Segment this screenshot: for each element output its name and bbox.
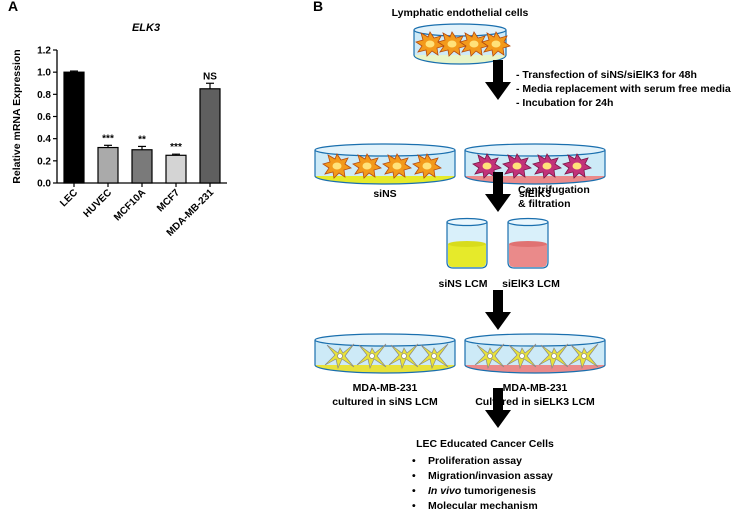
down-arrow-icon	[485, 290, 511, 330]
sielk3-lcm-label: siElK3 LCM	[502, 278, 560, 290]
step-incubation: - Incubation for 24h	[516, 97, 614, 109]
assay-item: Molecular mechanism	[412, 499, 553, 514]
mda-sins-dish	[314, 333, 456, 374]
chart-title: ELK3	[132, 22, 160, 34]
assay-list: Proliferation assay Migration/invasion a…	[412, 454, 553, 514]
significance-label: ***	[170, 142, 182, 153]
significance-label: NS	[203, 71, 217, 82]
down-arrow-icon	[485, 60, 511, 100]
y-tick-label: 0.4	[37, 134, 51, 145]
assay-item: Proliferation assay	[412, 454, 553, 469]
sielk3-lcm-tube	[507, 217, 549, 269]
bar	[63, 71, 85, 184]
y-tick-label: 1.2	[37, 46, 51, 57]
x-tick-label: MCF7	[155, 187, 182, 214]
mda-sins-label: MDA-MB-231 cultured in siNS LCM	[332, 381, 438, 409]
bar	[131, 149, 153, 184]
y-tick-label: 0.6	[37, 112, 51, 123]
y-tick-label: 1.0	[37, 68, 51, 79]
outcome-title: LEC Educated Cancer Cells	[416, 438, 554, 450]
step-list: - Transfection of siNS/siElK3 for 48h - …	[516, 68, 731, 110]
mda-sielk3-line1: MDA-MB-231	[502, 382, 568, 394]
x-tick-label: MCF10A	[112, 187, 148, 223]
panel-letter-a: A	[8, 0, 19, 14]
sielk3-dish	[464, 143, 606, 185]
lec-title: Lymphatic endothelial cells	[391, 7, 529, 19]
mda-sins-line2: cultured in siNS LCM	[332, 396, 438, 408]
bar	[165, 154, 187, 184]
centrifugation-label: Centrifugation & filtration	[518, 183, 590, 211]
bar-chart: ELK3 0.0 0.2 0.4 0.6 0.8 1.0 1.2 Relative mRNA E…	[11, 22, 227, 239]
mda-sins-line1: MDA-MB-231	[352, 382, 418, 394]
centrifugation-line2: & filtration	[518, 198, 571, 210]
sins-lcm-label: siNS LCM	[438, 278, 488, 290]
assay-item: In vivo tumorigenesis	[412, 484, 553, 499]
panel-b-diagram: B	[300, 0, 746, 514]
x-tick-label: LEC	[58, 187, 80, 209]
sins-lcm-tube	[446, 217, 488, 269]
lec-dish-top	[413, 23, 511, 65]
sins-dish-label: siNS	[373, 188, 397, 200]
y-tick-label: 0.8	[37, 90, 51, 101]
significance-label: **	[138, 134, 146, 145]
mda-sielk3-label: MDA-MB-231 Cultured in siELK3 LCM	[475, 381, 595, 409]
panel-letter-b: B	[313, 0, 324, 14]
step-transfection: - Transfection of siNS/siElK3 for 48h	[516, 69, 697, 81]
step-media-replacement: - Media replacement with serum free medi…	[516, 83, 731, 95]
significance-label: ***	[102, 133, 114, 144]
mda-sielk3-dish	[464, 333, 606, 374]
bar	[97, 146, 119, 184]
workflow-diagram	[314, 23, 606, 428]
panel-a-chart: A ELK3 0.0 0.2 0.4 0.6 0.8 1.0 1.2 Relative mRNA…	[0, 0, 300, 260]
x-tick-label: HUVEC	[82, 187, 115, 220]
sielk3-dish-label: siElK3	[518, 188, 552, 200]
bar	[199, 88, 221, 184]
y-tick-label: 0.0	[37, 179, 51, 190]
assay-item: Migration/invasion assay	[412, 469, 553, 484]
centrifugation-line1: Centrifugation	[518, 184, 590, 196]
y-axis-label: Relative mRNA Expression	[11, 49, 23, 183]
sins-dish	[314, 143, 456, 185]
y-tick-label: 0.2	[37, 156, 51, 167]
mda-sielk3-line2: Cultured in siELK3 LCM	[475, 396, 595, 408]
